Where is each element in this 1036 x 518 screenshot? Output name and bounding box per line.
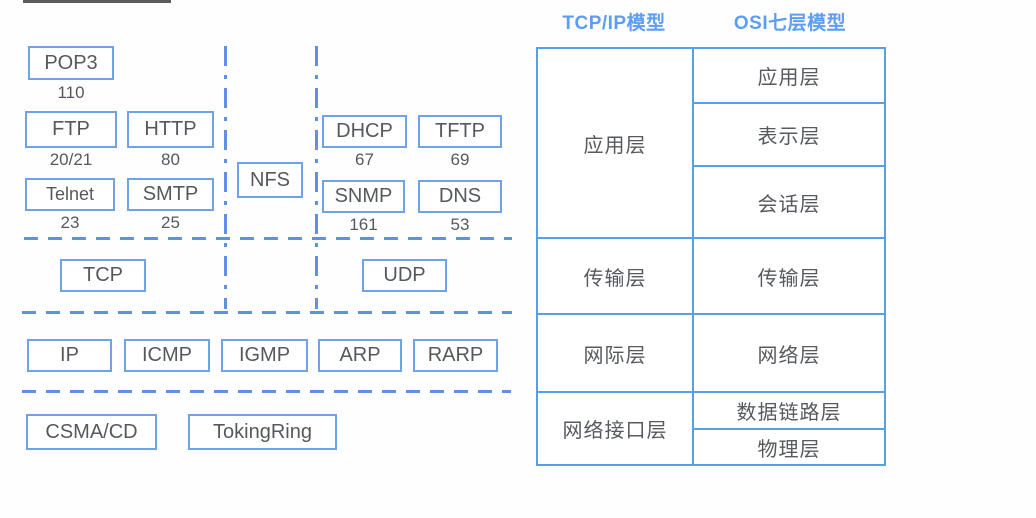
tcpip-cell-internet: 网际层 (583, 344, 647, 367)
protocol-label: HTTP (144, 118, 197, 140)
protocol-box-pop3: POP3 (28, 46, 114, 80)
top-partial-line (23, 0, 171, 3)
column-divider (692, 49, 694, 464)
protocol-box-smtp: SMTP (127, 178, 214, 211)
osi-cell-transport: 传输层 (757, 267, 821, 290)
osi-model-header: OSI七层模型 (733, 12, 847, 34)
protocol-label: IGMP (238, 344, 291, 366)
row-divider-app-transport (538, 237, 884, 239)
protocol-box-icmp: ICMP (124, 339, 210, 372)
protocol-box-tokingring: TokingRing (188, 414, 337, 450)
protocol-label: SMTP (142, 183, 199, 205)
port-label-snmp: 161 (349, 215, 378, 234)
port-label-dhcp: 67 (355, 150, 374, 169)
protocol-label: FTP (52, 118, 90, 140)
tcpip-cell-network-interface: 网络接口层 (562, 420, 668, 442)
protocol-label: NFS (250, 168, 290, 191)
osi-cell-datalink: 数据链路层 (736, 402, 842, 424)
protocol-label: DHCP (336, 120, 393, 142)
vertical-dashdot-line-right (315, 46, 318, 309)
dashed-line-application-transport (24, 237, 512, 240)
port-label-smtp: 25 (161, 213, 180, 232)
protocol-box-igmp: IGMP (221, 339, 308, 372)
protocol-label: UDP (383, 264, 426, 286)
osi-cell-presentation: 表示层 (757, 126, 821, 148)
protocol-box-ftp: FTP (25, 111, 117, 148)
protocol-box-rarp: RARP (413, 339, 498, 372)
protocol-label: TCP (83, 264, 123, 286)
protocol-box-arp: ARP (318, 339, 402, 372)
protocol-label: RARP (427, 344, 484, 366)
tcpip-cell-transport: 传输层 (583, 267, 647, 290)
protocol-label: POP3 (44, 51, 98, 74)
protocol-box-tftp: TFTP (418, 115, 502, 148)
protocol-label: DNS (438, 185, 482, 207)
osi-cell-application: 应用层 (757, 67, 821, 89)
protocol-label: TFTP (435, 120, 485, 142)
osi-cell-network: 网络层 (757, 344, 821, 367)
protocol-label: IP (60, 344, 79, 366)
protocol-label: ICMP (142, 344, 192, 366)
row-divider-internet-link (538, 391, 884, 393)
osi-cell-physical: 物理层 (757, 438, 821, 461)
protocol-box-http: HTTP (127, 111, 214, 148)
protocol-box-tcp: TCP (60, 259, 146, 292)
protocol-box-dns: DNS (418, 180, 502, 213)
protocol-box-udp: UDP (362, 259, 447, 292)
protocol-label: CSMA/CD (45, 420, 138, 443)
protocol-box-nfs: NFS (237, 162, 303, 198)
vertical-dashdot-line-left (224, 46, 227, 309)
protocol-label: SNMP (334, 185, 393, 207)
protocol-box-dhcp: DHCP (322, 115, 407, 148)
port-label-pop3: 110 (57, 83, 85, 102)
port-label-http: 80 (161, 150, 180, 169)
protocol-box-csmacd: CSMA/CD (26, 414, 157, 450)
port-label-telnet: 23 (60, 213, 80, 232)
osi-cell-session: 会话层 (757, 193, 821, 216)
dashed-line-transport-internet (22, 311, 512, 314)
protocol-label: TokingRing (213, 420, 312, 443)
protocol-box-telnet: Telnet (25, 178, 115, 211)
port-label-tftp: 69 (450, 150, 470, 169)
model-comparison-table: 应用层 传输层 网际层 网络接口层 应用层 表示层 会话层 传输层 网络层 数据… (536, 47, 886, 466)
port-label-dns: 53 (450, 215, 470, 234)
osi-divider-presentation-session (694, 165, 884, 167)
port-label-ftp: 20/21 (49, 150, 93, 169)
dashed-line-internet-link (22, 390, 511, 393)
row-divider-transport-internet (538, 313, 884, 315)
protocol-label: ARP (339, 344, 381, 366)
tcpip-cell-application: 应用层 (583, 134, 647, 157)
osi-divider-app-presentation (694, 102, 884, 104)
protocol-box-snmp: SNMP (322, 180, 405, 213)
tcpip-model-header: TCP/IP模型 (562, 12, 666, 34)
protocol-label: Telnet (45, 184, 95, 204)
osi-divider-datalink-physical (694, 428, 884, 430)
protocol-box-ip: IP (27, 339, 112, 372)
